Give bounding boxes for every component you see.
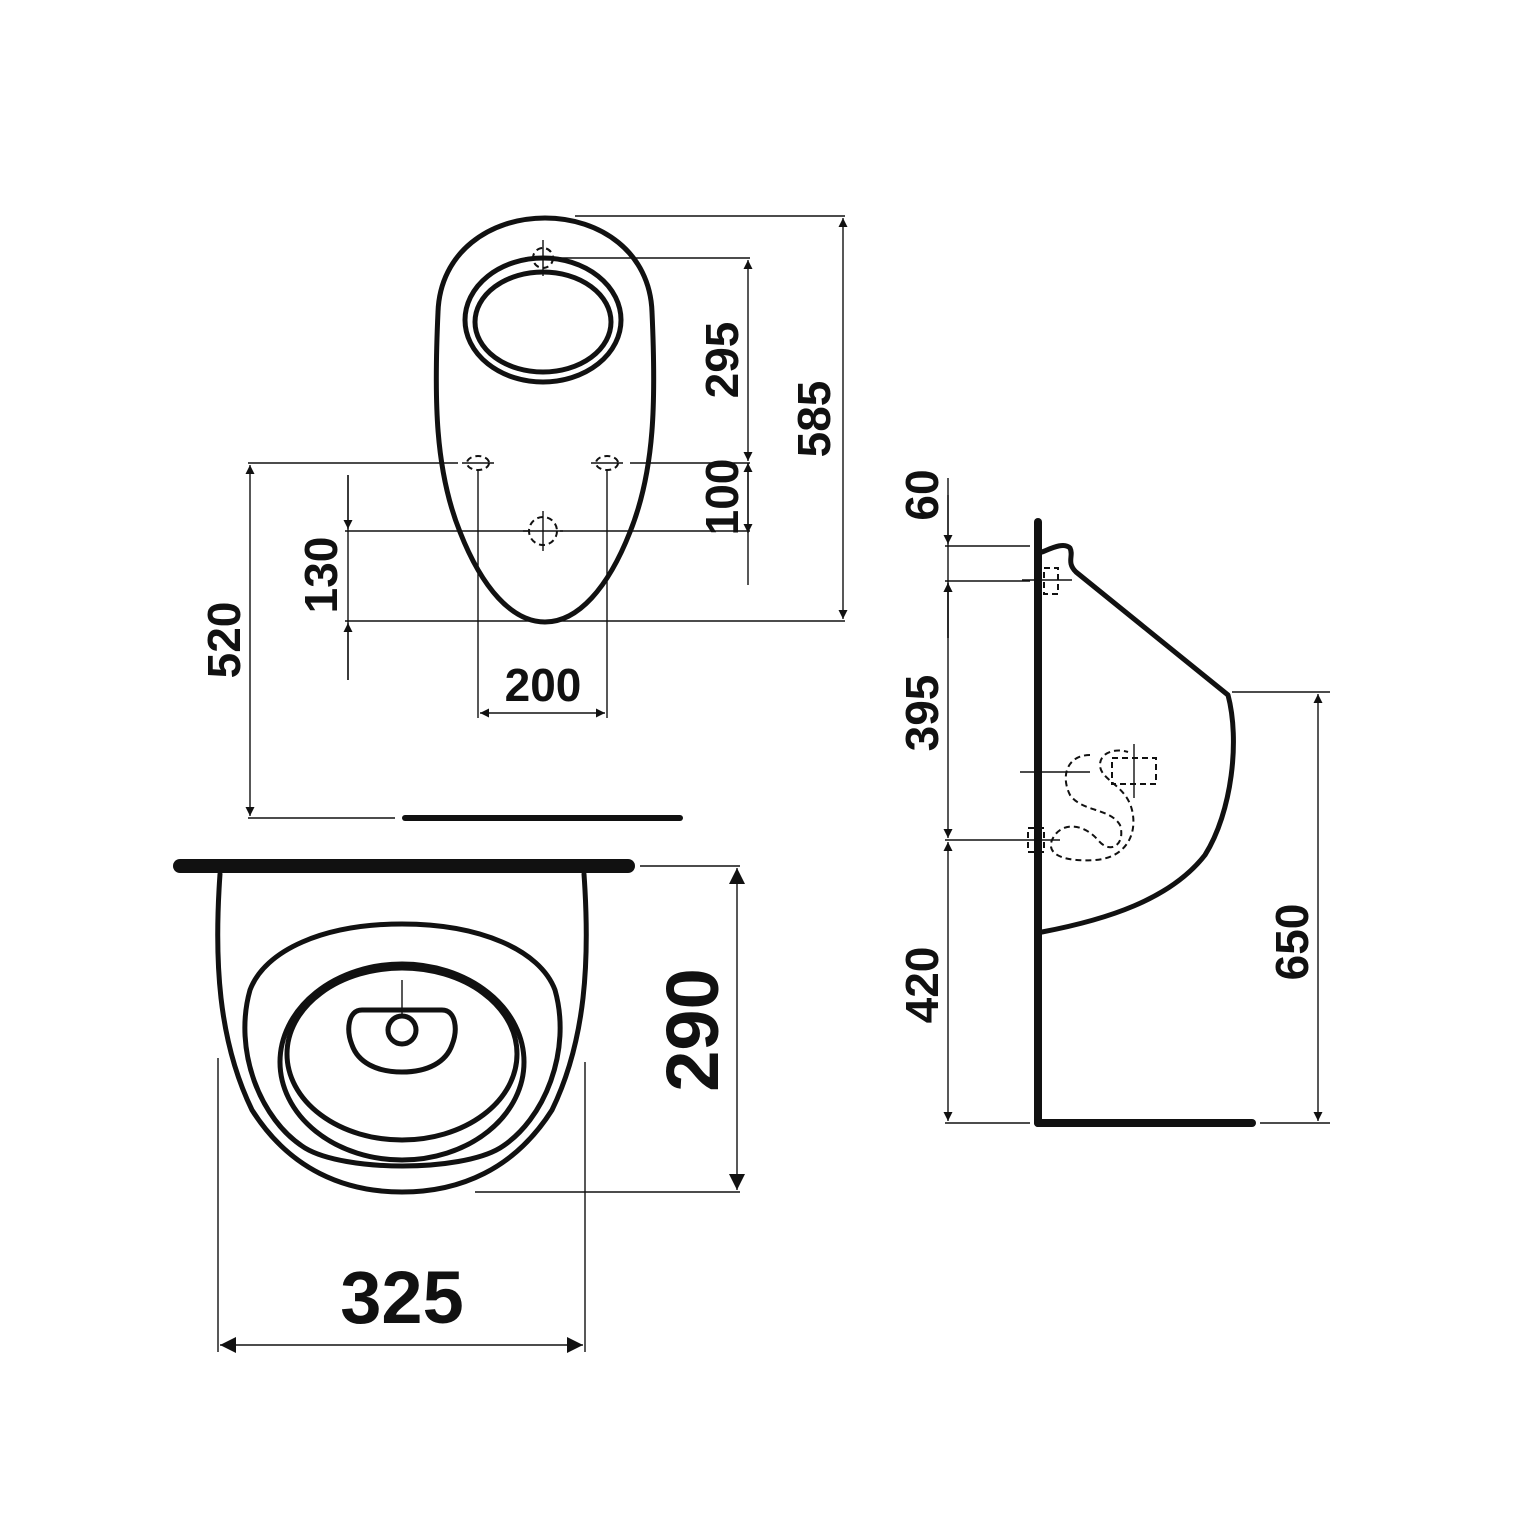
rim-outline xyxy=(242,921,563,1169)
bowl-outer xyxy=(277,961,527,1163)
dim-top-offset: 60 xyxy=(896,469,948,520)
bowl-opening-inner xyxy=(472,269,614,375)
dim-inlet-to-fixing: 295 xyxy=(696,322,748,399)
top-view: 290 325 xyxy=(173,859,745,1353)
dim-height-total: 585 xyxy=(788,381,840,458)
dim-fixing-spacing: 200 xyxy=(505,659,582,711)
dim-inlet-to-outlet: 395 xyxy=(896,675,948,752)
outlet-mark xyxy=(523,511,563,551)
side-view: 60 395 420 650 xyxy=(896,469,1330,1127)
dim-fixing-to-outlet: 100 xyxy=(696,459,748,536)
concealed-trap xyxy=(1020,567,1157,862)
fixing-hole-left xyxy=(462,455,494,471)
urinal-side-outline xyxy=(1039,543,1236,935)
bowl-opening-outer xyxy=(462,255,624,385)
dim-depth: 290 xyxy=(651,968,734,1091)
drain-hole xyxy=(385,1013,419,1047)
dim-rim-height: 650 xyxy=(1266,904,1318,981)
dim-outlet-height: 420 xyxy=(896,947,948,1024)
dim-fixing-height: 520 xyxy=(198,602,250,679)
front-view: 585 295 100 130 520 200 xyxy=(198,215,848,821)
fixing-hole-right xyxy=(591,455,623,471)
urinal-front-outline xyxy=(433,215,657,625)
bowl-inner xyxy=(284,965,520,1143)
dim-width: 325 xyxy=(340,1256,463,1339)
drain-cover xyxy=(346,1007,458,1075)
dim-outlet-to-bottom: 130 xyxy=(295,537,347,614)
urinal-top-outline xyxy=(215,871,589,1195)
